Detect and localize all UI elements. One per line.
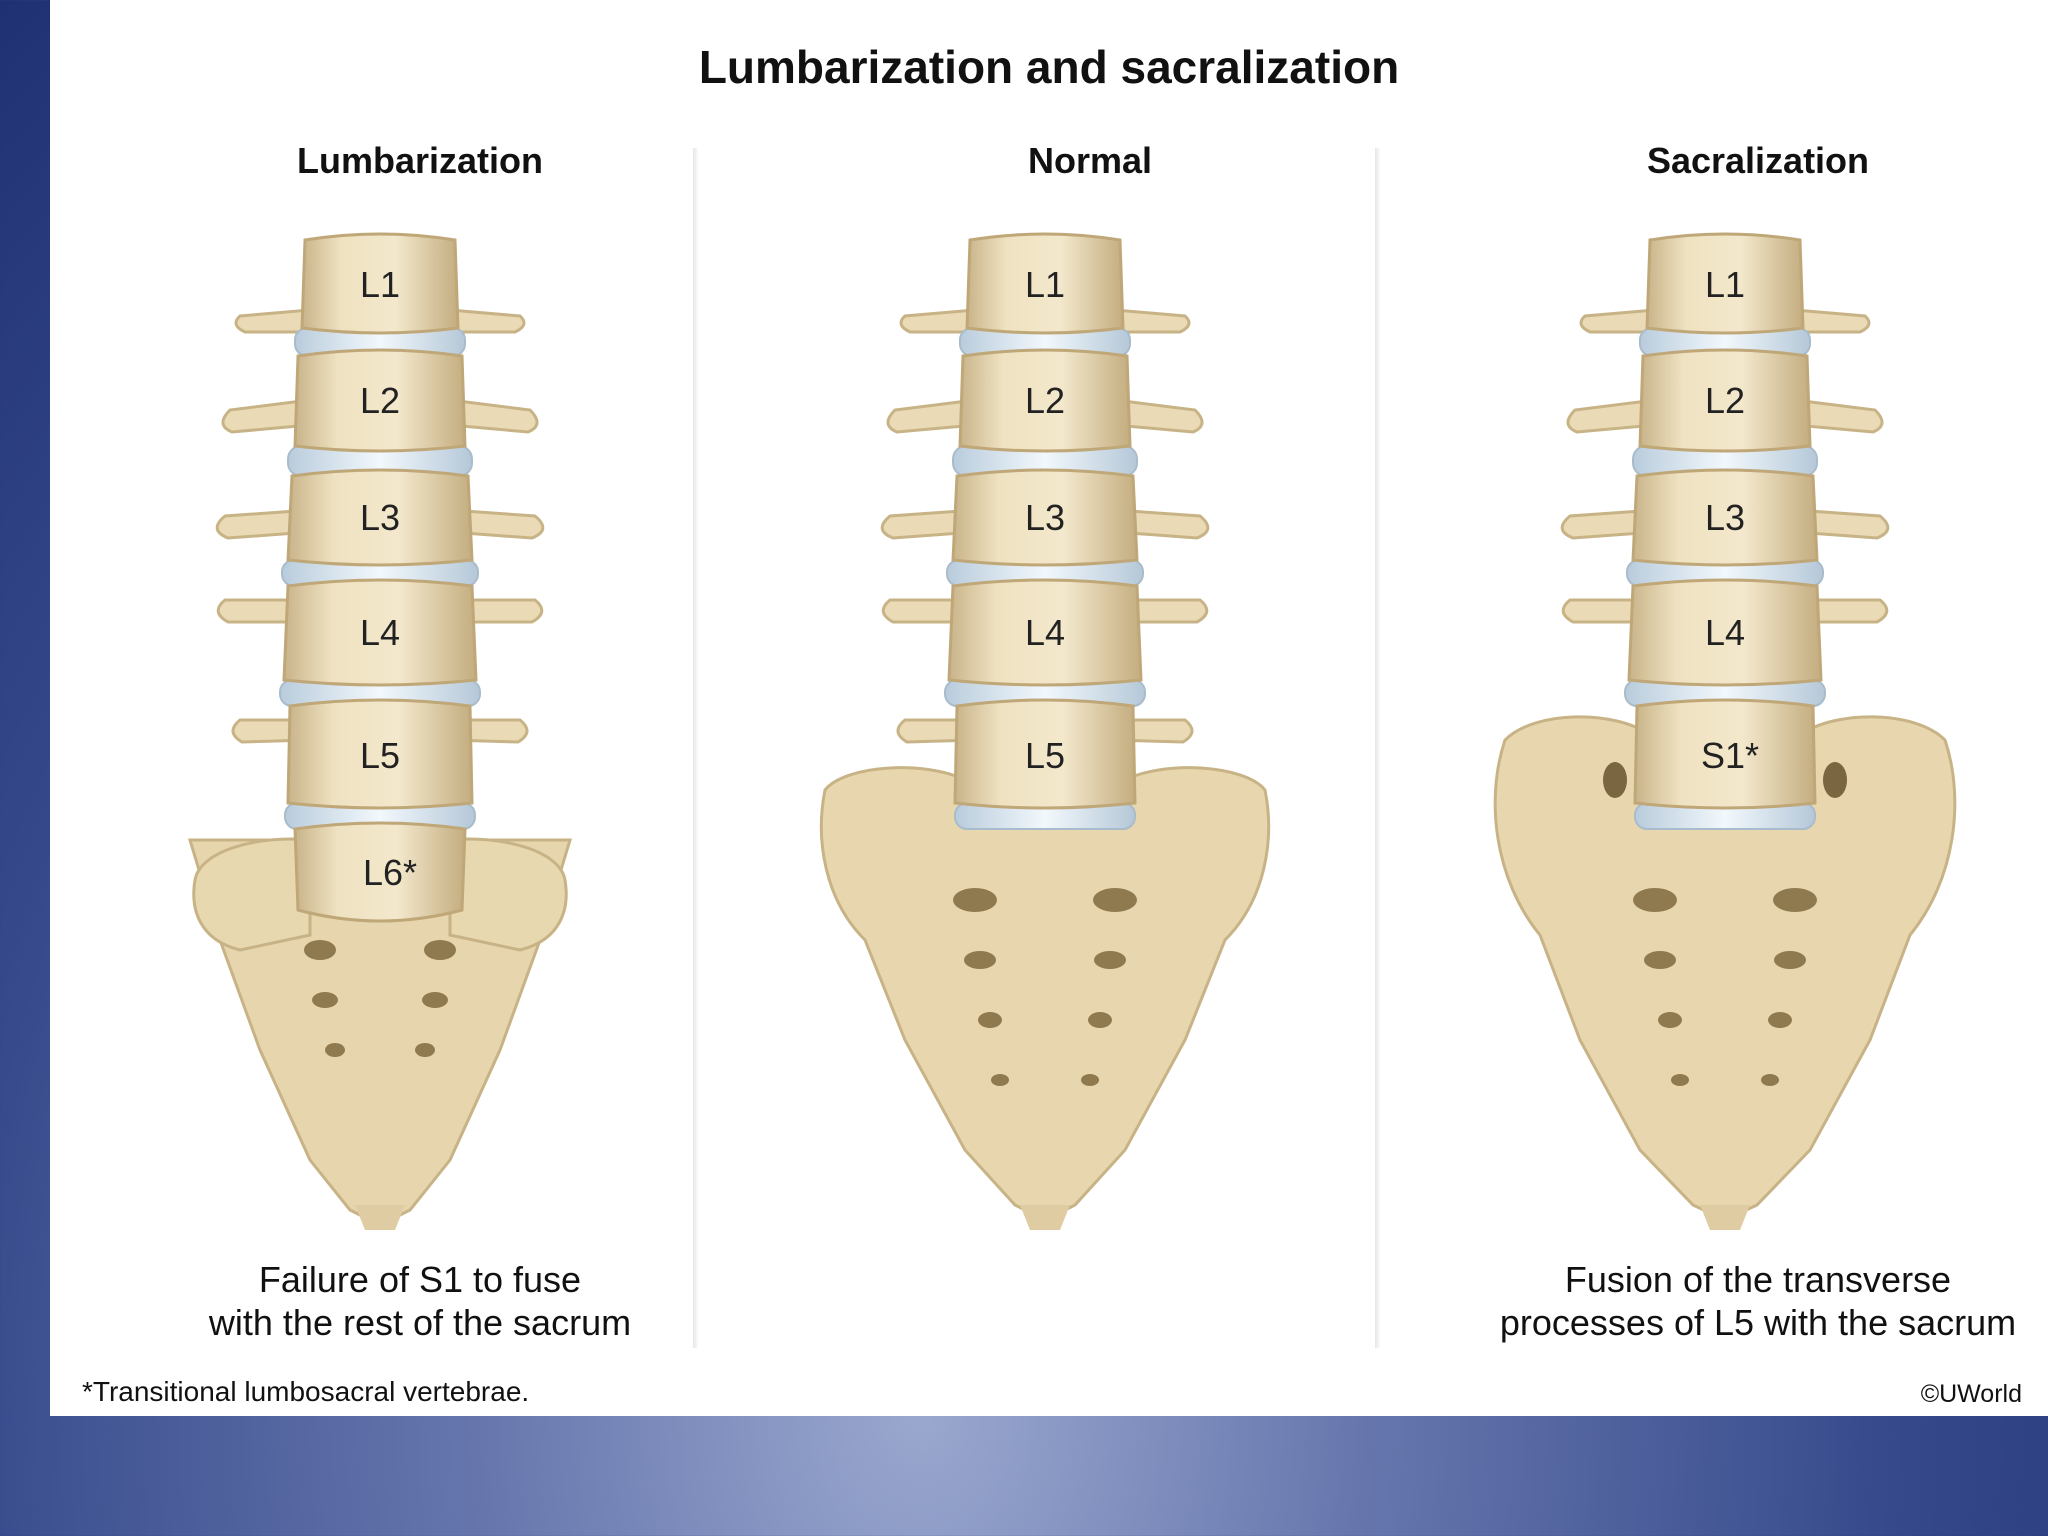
lumbarization-spine-illustration: L1 L2 L3 L4 L5 L6* [187,232,573,1230]
panel-heading-sacralization: Sacralization [1646,140,1870,181]
lumbarization-caption: Failure of S1 to fuse with the rest of t… [80,1258,760,1344]
vertebra-label: L3 [1025,497,1065,538]
vertebral-body [1638,348,1812,453]
caption-line: Fusion of the transverse [1564,1259,1952,1300]
vertebral-body [947,578,1143,687]
vertebra-label: L2 [1705,380,1745,421]
vertebral-body [1627,578,1823,687]
sacral-foramen [415,1043,435,1057]
vertebral-body [1633,698,1817,810]
vertebral-body [293,821,467,923]
vertebra-label: L3 [1705,497,1745,538]
diagram-slide: Lumbarization and sacralization Lumbariz… [50,0,2048,1416]
vertebra-label: L1 [360,264,400,305]
vertebral-body [958,348,1132,453]
sacral-foramen [1088,1012,1112,1028]
vertebral-body [300,232,460,335]
sacral-foramen [1093,888,1137,912]
sacral-foramen [1774,951,1806,969]
vertebra-label: L5 [360,735,400,776]
vertebral-body [1631,468,1819,567]
sacral-foramen [1773,888,1817,912]
sacrum-shape [819,766,1271,1222]
sacral-foramen [1094,951,1126,969]
panel-divider-left [693,148,698,1348]
vertebra-label: L6* [363,852,417,893]
coccyx-shape [1020,1205,1070,1230]
sacral-foramen [991,1074,1009,1086]
vertebra-label: L4 [360,612,400,653]
l6-transverse-wing [192,837,312,952]
vertebra-label: L5 [1025,735,1065,776]
caption-line: with the rest of the sacrum [208,1302,632,1343]
vertebral-body [282,578,478,687]
sacral-foramen [1768,1012,1792,1028]
vertebra-label: L1 [1705,264,1745,305]
vertebral-body [293,348,467,453]
coccyx-shape [355,1205,405,1230]
vertebra-label: S1* [1701,735,1759,776]
vertebra-label: L2 [360,380,400,421]
vertebra-label: L3 [360,497,400,538]
sacral-foramen [953,888,997,912]
vertebral-body [951,468,1139,567]
sacral-foramen [304,940,336,960]
sacrum-shape [1493,715,1957,1222]
panel-divider-right [1375,148,1380,1348]
fusion-foramen [1823,762,1847,798]
normal-spine-illustration: L1 L2 L3 L4 L5 [819,232,1271,1230]
vertebral-body [1645,232,1805,335]
l6-transverse-wing [448,837,568,952]
vertebra-label: L2 [1025,380,1065,421]
sacral-foramen [964,951,996,969]
sacral-foramen [312,992,338,1008]
diagram-title: Lumbarization and sacralization [698,41,1400,93]
sacralization-caption: Fusion of the transverse processes of L5… [1418,1258,2048,1344]
panel-heading-lumbarization: Lumbarization [296,140,543,181]
sacral-foramen [1658,1012,1682,1028]
vertebral-body [965,232,1125,335]
sacral-foramen [1633,888,1677,912]
vertebral-body [286,468,474,567]
sacral-foramen [1761,1074,1779,1086]
fusion-foramen [1603,762,1627,798]
sacral-foramen [422,992,448,1008]
vertebra-label: L4 [1025,612,1065,653]
coccyx-shape [1700,1205,1750,1230]
copyright-credit: ©UWorld [1920,1380,2022,1408]
sacral-foramen [424,940,456,960]
panel-heading-normal: Normal [1027,140,1153,181]
vertebra-label: L4 [1705,612,1745,653]
vertebral-body [286,698,474,810]
sacral-foramen [325,1043,345,1057]
footnote: *Transitional lumbosacral vertebrae. [82,1376,530,1407]
sacral-foramen [1671,1074,1689,1086]
sacral-foramen [978,1012,1002,1028]
caption-line: Failure of S1 to fuse [258,1259,582,1300]
sacral-foramen [1644,951,1676,969]
caption-line: processes of L5 with the sacrum [1499,1302,2017,1343]
sacralization-spine-illustration: L1 L2 L3 L4 S1* [1493,232,1957,1230]
vertebra-label: L1 [1025,264,1065,305]
sacral-foramen [1081,1074,1099,1086]
vertebral-body [953,698,1137,810]
